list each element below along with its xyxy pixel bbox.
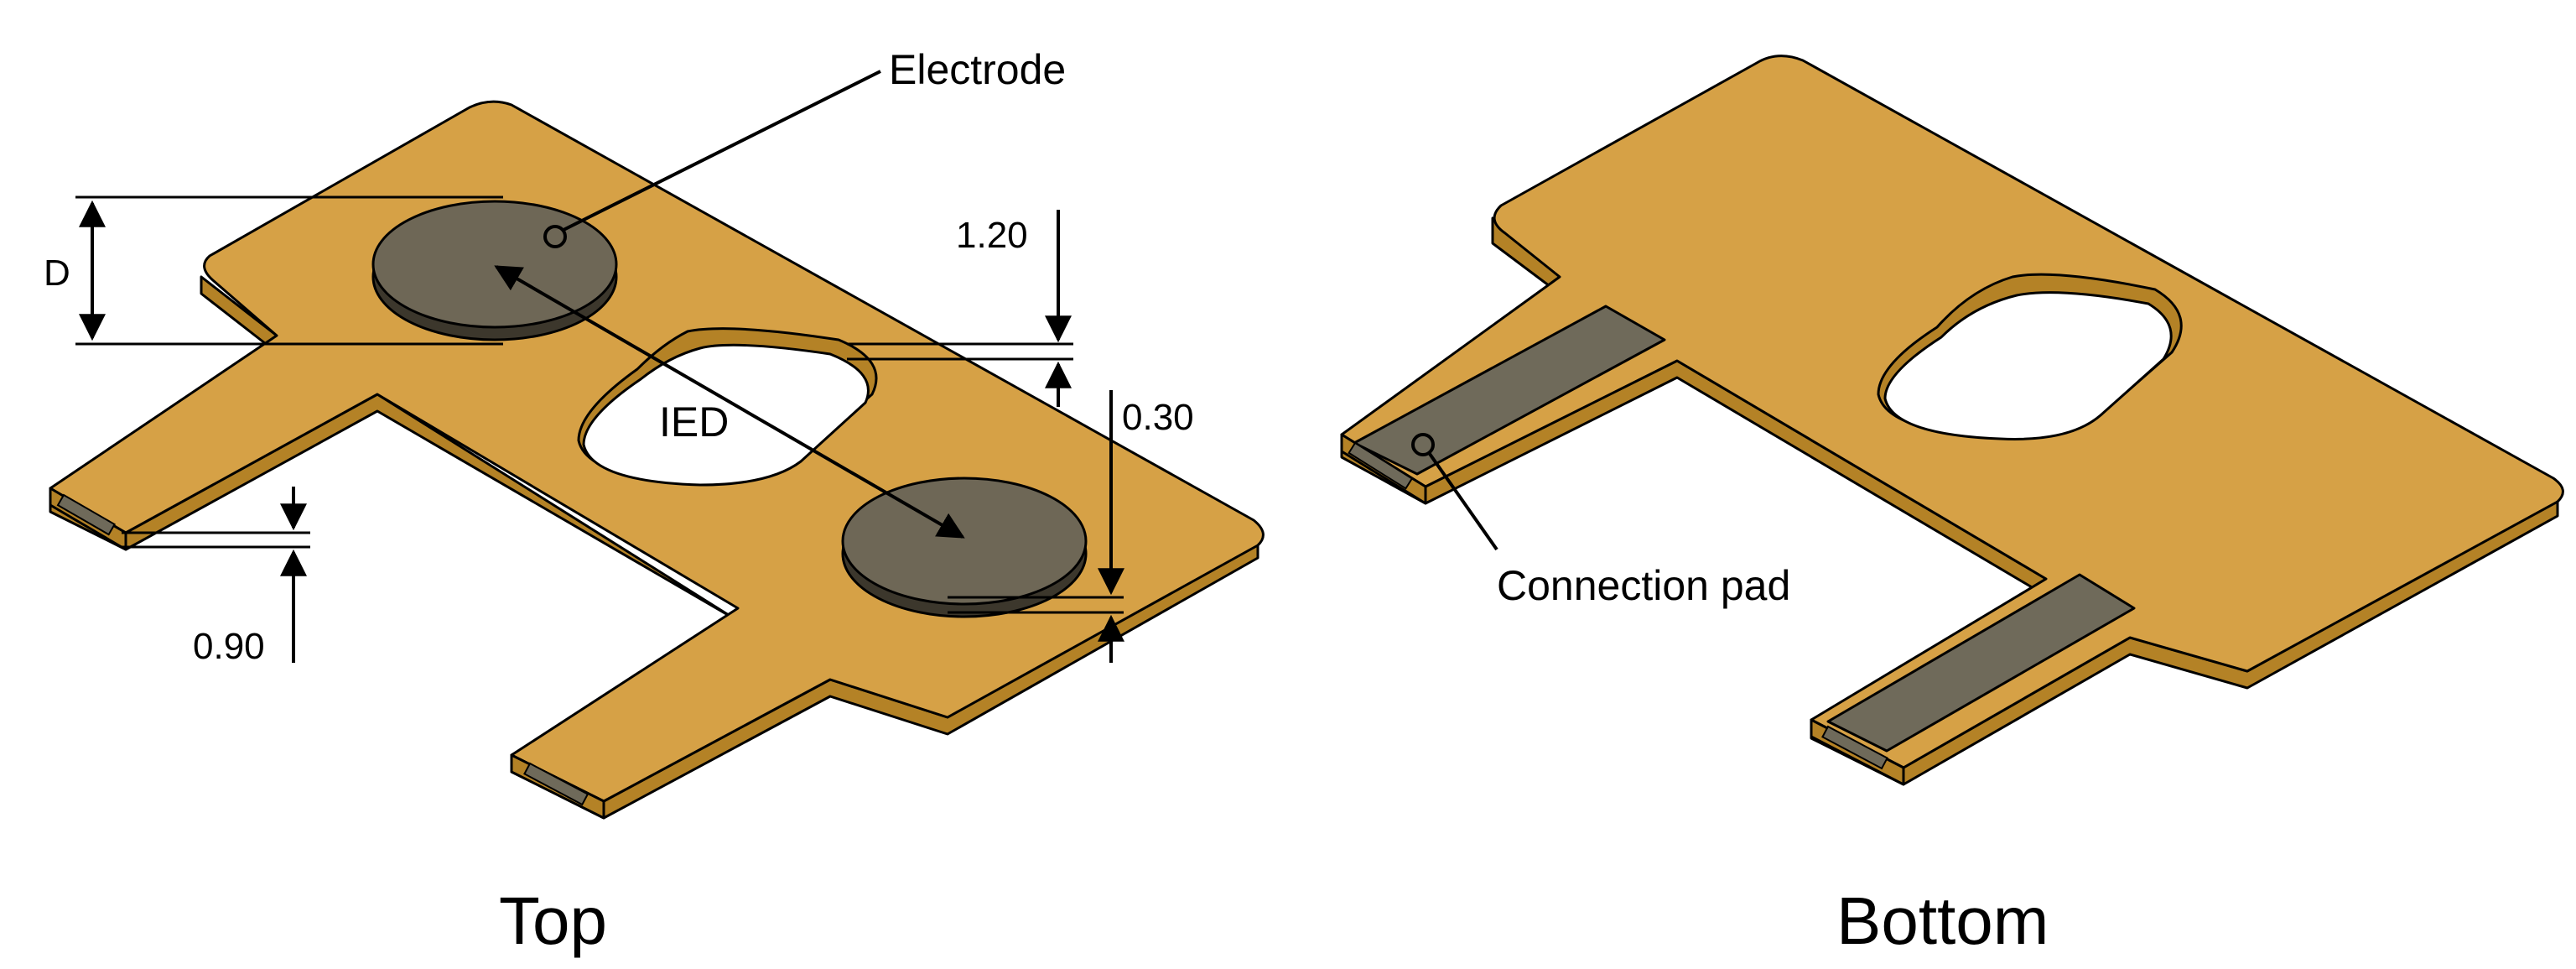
bottom-pad-end-right-dark [1821,725,1888,770]
top-view: Electrode IED D 1.20 0.30 [44,46,1265,958]
electrode-callout-label: Electrode [889,46,1066,93]
svg-text:D: D [44,253,70,294]
top-pad-end-right-dark [523,762,589,806]
ied-label: IED [659,399,729,445]
pad-thickness-dimension: 0.90 [122,487,310,667]
svg-text:1.20: 1.20 [956,215,1028,256]
bottom-connection-pad-left [1353,305,1666,476]
connection-pad-callout-label: Connection pad [1497,562,1790,609]
substrate-thickness-dimension: 0.30 [948,390,1194,663]
ied-arrow [494,265,965,539]
connection-pad-callout-marker [1411,433,1435,456]
svg-text:0.30: 0.30 [1122,397,1194,438]
bottom-connection-pad-right [1826,573,2136,753]
bottom-pad-end-left-dark [1348,441,1414,490]
electrode-callout-marker [543,225,567,248]
svg-text:0.90: 0.90 [193,626,265,667]
diameter-dimension: D [44,195,503,346]
bottom-view: Connection pad Bottom [1340,55,2564,958]
connection-pad-callout-leader [1428,452,1498,551]
electrode-2 [841,477,1088,618]
top-view-caption: Top [499,883,607,958]
top-pad-end-left-dark [56,493,116,536]
bottom-cutout [1877,273,2183,440]
electrode-callout-leader [563,70,881,232]
electrode-thickness-dimension: 1.20 [847,210,1073,407]
bottom-view-caption: Bottom [1836,883,2049,958]
